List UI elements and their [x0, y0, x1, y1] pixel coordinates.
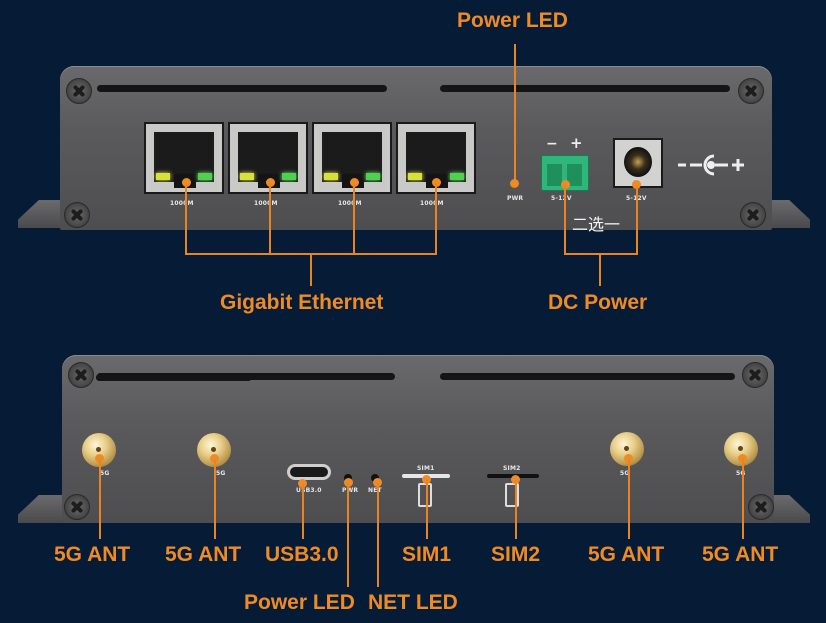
- link-led-icon: [408, 173, 422, 180]
- leader-line: [564, 185, 566, 254]
- sim-card-icon: [505, 483, 519, 507]
- leader-dot: [632, 180, 641, 189]
- leader-line: [377, 483, 379, 587]
- usb-c-port: [287, 464, 331, 480]
- leader-line: [347, 483, 349, 587]
- screw-icon: [64, 202, 90, 228]
- callout-5g-ant-3: 5G ANT: [588, 543, 665, 566]
- screw-icon: [64, 494, 90, 520]
- leader-dot: [350, 178, 359, 187]
- callout-sim1: SIM1: [402, 543, 452, 566]
- terminal-minus-symbol: −: [546, 136, 558, 152]
- sim1-silk-label: SIM1: [417, 465, 435, 472]
- leader-dot: [344, 478, 353, 487]
- ant-silk-label: 5G: [216, 470, 226, 477]
- sim-card-icon: [418, 483, 432, 507]
- port-silk-label: 1000M: [420, 200, 444, 207]
- leader-line: [185, 183, 187, 254]
- link-led-icon: [156, 173, 170, 180]
- leader-dot: [510, 179, 519, 188]
- ethernet-port-4: [396, 122, 476, 194]
- callout-dc-power: DC Power: [548, 291, 648, 314]
- leader-line: [628, 459, 630, 539]
- leader-dot: [210, 454, 219, 463]
- usb-silk-label: USB3.0: [296, 487, 322, 494]
- ant-silk-label: 5G: [620, 470, 630, 477]
- link-led-icon: [240, 173, 254, 180]
- port-silk-label: 1000M: [170, 200, 194, 207]
- leader-dot: [422, 475, 431, 484]
- leader-line: [514, 44, 516, 184]
- activity-led-icon: [450, 173, 464, 180]
- port-silk-label: 1000M: [338, 200, 362, 207]
- leader-dot: [624, 454, 633, 463]
- leader-dot: [298, 479, 307, 488]
- callout-5g-ant-1: 5G ANT: [54, 543, 131, 566]
- pwr-silk-label: PWR: [507, 195, 524, 202]
- leader-line: [214, 459, 216, 539]
- choose-one-note: 二选一: [572, 215, 621, 234]
- activity-led-icon: [282, 173, 296, 180]
- vent-slot: [440, 373, 735, 380]
- callout-usb: USB3.0: [265, 543, 339, 566]
- leader-line: [435, 183, 437, 254]
- leader-line: [564, 253, 638, 255]
- activity-led-icon: [366, 173, 380, 180]
- vent-slot: [97, 85, 387, 92]
- ant-silk-label: 5G: [100, 470, 110, 477]
- leader-dot: [95, 454, 104, 463]
- activity-led-icon: [198, 173, 212, 180]
- leader-line: [742, 459, 744, 539]
- leader-line: [302, 484, 304, 539]
- leader-line: [636, 185, 638, 254]
- callout-power-led-top: Power LED: [457, 9, 568, 32]
- leader-line: [269, 183, 271, 254]
- callout-5g-ant-2: 5G ANT: [165, 543, 242, 566]
- callout-sim2: SIM2: [491, 543, 541, 566]
- terminal-plus-symbol: +: [570, 134, 583, 152]
- screw-icon: [748, 494, 774, 520]
- leader-dot: [266, 178, 275, 187]
- leader-line: [515, 480, 517, 539]
- leader-dot: [511, 475, 520, 484]
- callout-5g-ant-4: 5G ANT: [702, 543, 779, 566]
- link-led-icon: [324, 173, 338, 180]
- leader-dot: [738, 454, 747, 463]
- sim2-silk-label: SIM2: [503, 465, 521, 472]
- screw-icon: [66, 78, 92, 104]
- screw-icon: [738, 78, 764, 104]
- leader-line: [426, 480, 428, 539]
- leader-dot: [432, 178, 441, 187]
- net-silk-label: NET: [368, 487, 382, 494]
- leader-line: [599, 253, 601, 286]
- leader-line: [99, 459, 101, 539]
- dc-barrel-jack: [613, 138, 663, 188]
- callout-gigabit-ethernet: Gigabit Ethernet: [220, 291, 384, 314]
- terminal-silk-label: 5-12V: [551, 195, 572, 202]
- vent-slot: [440, 85, 730, 92]
- leader-dot: [182, 178, 191, 187]
- vent-slot: [100, 373, 395, 380]
- leader-dot: [373, 478, 382, 487]
- screw-icon: [68, 362, 94, 388]
- leader-dot: [561, 180, 570, 189]
- leader-line: [353, 183, 355, 254]
- ant-silk-label: 5G: [736, 470, 746, 477]
- callout-power-led-bottom: Power LED: [244, 591, 355, 614]
- callout-net-led: NET LED: [368, 591, 458, 614]
- port-silk-label: 1000M: [254, 200, 278, 207]
- screw-icon: [740, 202, 766, 228]
- ethernet-port-2: [228, 122, 308, 194]
- pwr-silk-label: PWR: [342, 487, 359, 494]
- polarity-icon: [676, 152, 748, 182]
- leader-line: [310, 253, 312, 286]
- screw-icon: [742, 362, 768, 388]
